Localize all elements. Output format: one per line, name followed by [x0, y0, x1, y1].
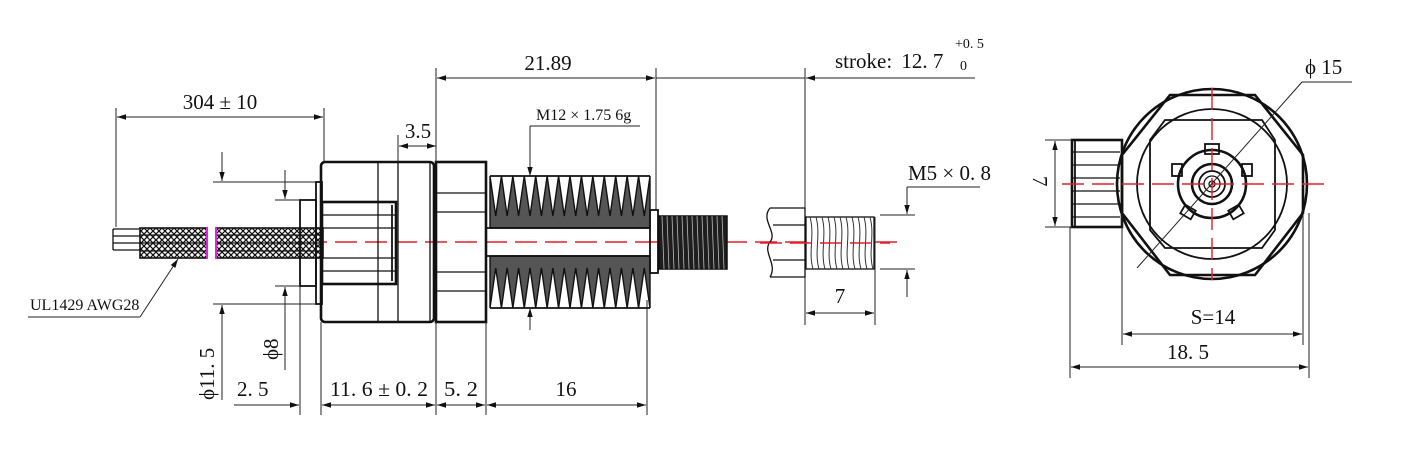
dim-shaft-thread-length: 7: [804, 217, 876, 325]
hex-outline: [1120, 93, 1305, 277]
stroke-tolerance-lower: 0: [960, 59, 967, 74]
cable-braided-sleeve: [139, 227, 324, 259]
dim-stroke: stroke: 12. 7 +0. 5 0: [656, 37, 984, 208]
end-view: ϕ 15 7 S=14 18. 5: [1028, 55, 1352, 378]
dim-body-length-label: 11. 6 ± 0. 2: [330, 377, 428, 401]
dim-outer-diameter: ϕ 15: [1136, 55, 1352, 269]
dim-cable-boss-diameter: ϕ11. 5: [195, 152, 316, 400]
dim-outer-diameter-label: ϕ 15: [1305, 55, 1342, 79]
inner-hex: [1149, 119, 1276, 249]
dim-hex-across-flats-label: S=14: [1191, 305, 1236, 329]
dim-overall-width: 18. 5: [1069, 213, 1310, 378]
side-view: 304 ± 10 3.5 21.89 stroke: 12. 7 +0. 5 0: [28, 37, 991, 415]
shaft-collar: [649, 209, 659, 274]
solenoid-body: [319, 160, 436, 324]
hex-nut: [434, 160, 488, 324]
cable-wires: [112, 228, 140, 251]
dim-flange-offset-label: 3.5: [405, 119, 431, 143]
dim-boss-length-label: 2. 5: [237, 377, 269, 401]
dim-inner-boss-diameter: ϕ8: [259, 170, 300, 370]
callout-cable-spec: UL1429 AWG28: [28, 258, 179, 318]
dim-inner-boss-diameter-label: ϕ8: [259, 338, 283, 360]
dim-flange-offset: 3.5: [397, 119, 436, 162]
callout-main-thread: M12 × 1.75 6g: [527, 107, 640, 330]
dim-body-to-nut: 21.89: [435, 51, 657, 210]
cable-spec-label: UL1429 AWG28: [30, 297, 139, 314]
dim-hex-length-label: 5. 2: [444, 377, 478, 401]
main-thread-label: M12 × 1.75 6g: [536, 107, 631, 124]
stroke-tolerance-upper: +0. 5: [955, 37, 984, 52]
thread-upper: [489, 175, 651, 229]
dim-connector-height: 7: [1028, 139, 1072, 228]
dim-stroke-label: stroke: 12. 7: [835, 49, 943, 73]
dim-shaft-thread-length-label: 7: [835, 284, 846, 308]
dim-hex-across-flats: S=14: [1121, 213, 1304, 345]
dim-body-to-nut-label: 21.89: [524, 51, 571, 75]
dim-cable-boss-diameter-label: ϕ11. 5: [195, 348, 219, 400]
thread-lower: [489, 255, 651, 309]
shaft-thread-label: M5 × 0. 8: [908, 161, 991, 185]
dim-overall-width-label: 18. 5: [1167, 340, 1209, 364]
stroke-prefix: stroke:: [835, 49, 892, 73]
dim-connector-height-label: 7: [1028, 176, 1052, 187]
dim-thread-length-label: 16: [556, 377, 577, 401]
dim-cable-length-label: 304 ± 10: [183, 90, 258, 114]
stroke-value: 12. 7: [901, 49, 943, 73]
shaft-thread-m5: [658, 215, 728, 270]
callout-shaft-thread: M5 × 0. 8: [880, 161, 991, 297]
shaft-tabs: [1171, 143, 1253, 221]
dim-bottom-chain: 2. 5 11. 6 ± 0. 2 5. 2 16: [234, 286, 648, 415]
dim-cable-length: 304 ± 10: [115, 90, 325, 227]
main-thread-m12: [489, 175, 651, 309]
